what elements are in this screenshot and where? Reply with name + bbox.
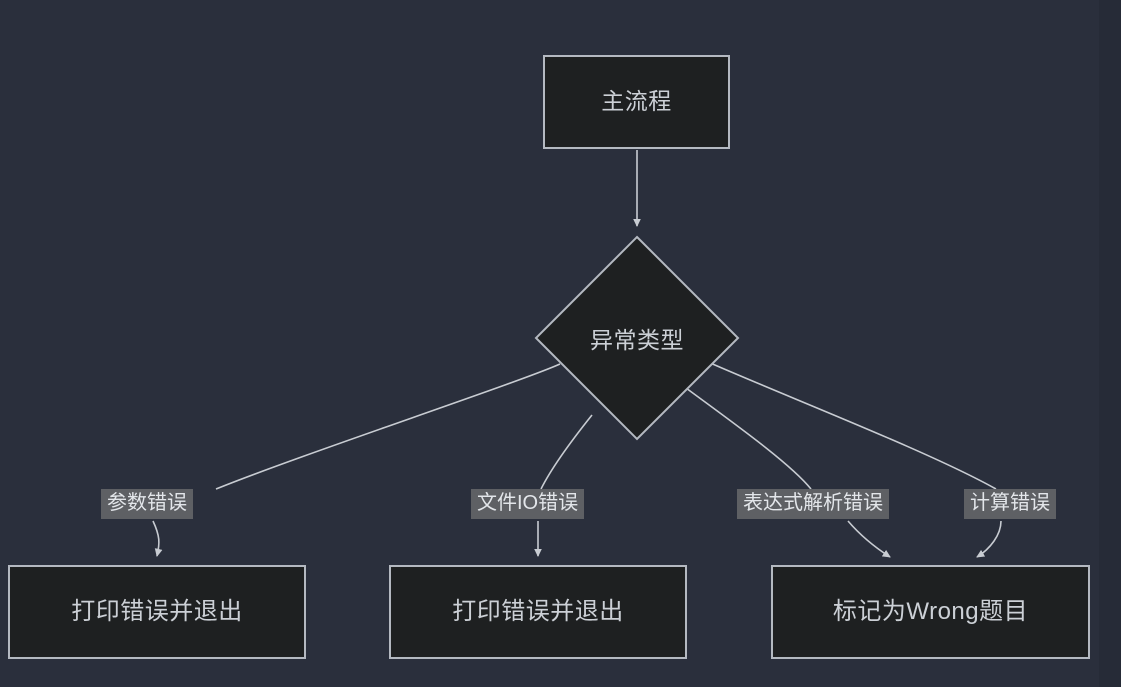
node-exception-type[interactable]: 异常类型 (534, 235, 740, 441)
edge-decision-to-wrong-calc-tail (976, 520, 1002, 558)
node-main-process-label: 主流程 (601, 88, 672, 115)
edge-decision-to-print-left (215, 363, 561, 490)
edge-label-param-error: 参数错误 (101, 489, 193, 519)
edge-decision-to-print-mid (540, 414, 593, 490)
edge-decision-to-print-left-tail (152, 520, 163, 557)
node-print-error-exit-mid[interactable]: 打印错误并退出 (389, 565, 687, 659)
node-mark-wrong-problem-label: 标记为Wrong题目 (832, 597, 1029, 625)
node-mark-wrong-problem[interactable]: 标记为Wrong题目 (771, 565, 1090, 659)
node-print-error-exit-left[interactable]: 打印错误并退出 (8, 565, 306, 659)
node-print-error-exit-left-label: 打印错误并退出 (71, 597, 243, 625)
diamond-shape-icon (534, 235, 740, 441)
edge-label-expression-parse-error: 表达式解析错误 (737, 489, 889, 519)
edge-decision-to-wrong-expr-tail (847, 520, 891, 558)
node-main-process[interactable]: 主流程 (543, 55, 730, 149)
edge-decision-to-wrong-calc (707, 361, 997, 490)
node-exception-type-label: 异常类型 (590, 327, 684, 353)
edge-label-file-io-error: 文件IO错误 (471, 489, 585, 519)
right-edge-strip (1099, 0, 1121, 687)
node-print-error-exit-mid-label: 打印错误并退出 (452, 597, 624, 625)
edge-decision-to-wrong-expr (685, 387, 812, 490)
edge-label-calculation-error: 计算错误 (964, 489, 1056, 519)
